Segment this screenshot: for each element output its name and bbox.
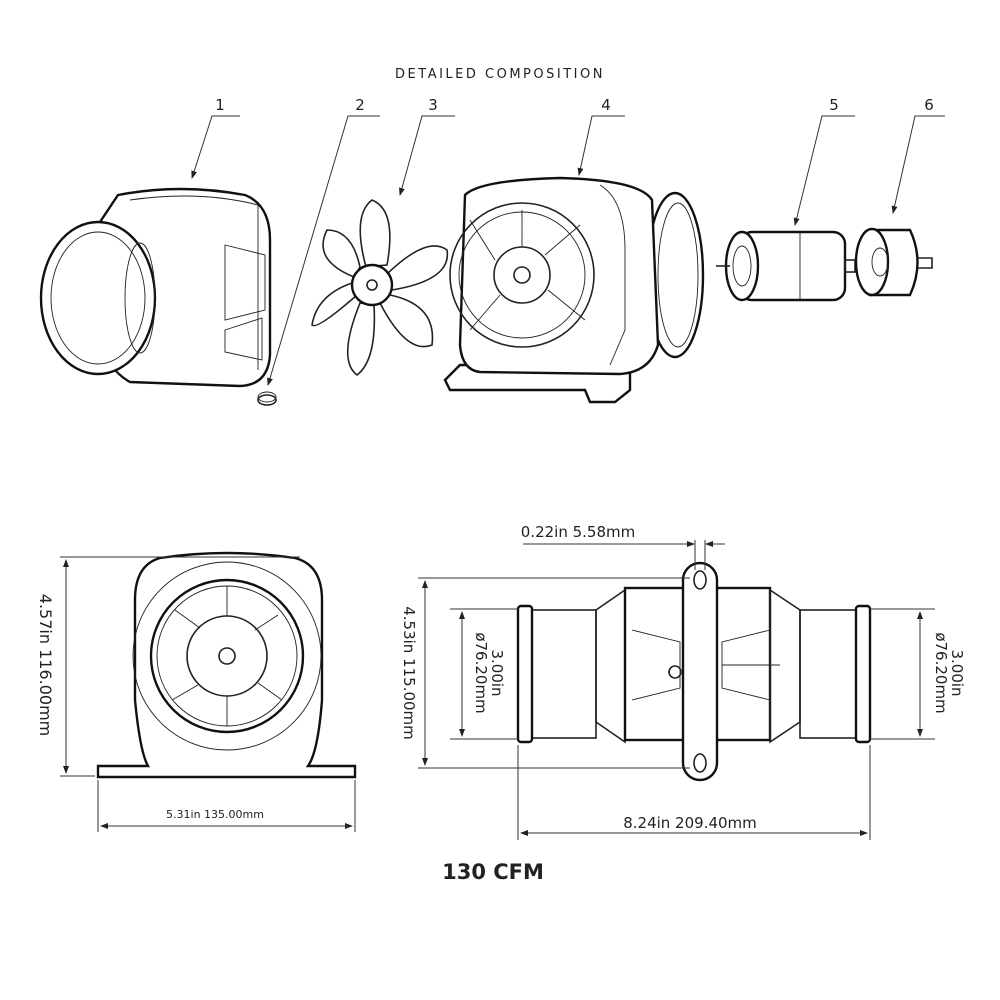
part-2-nut bbox=[257, 391, 277, 406]
leader-1 bbox=[191, 115, 240, 179]
part-label-4: 4 bbox=[601, 96, 611, 114]
part-5-motor bbox=[716, 230, 856, 302]
part-3-fan-impeller bbox=[311, 199, 449, 377]
leader-6 bbox=[891, 115, 945, 214]
flange-thickness-dimension: 0.22in 5.58mm bbox=[521, 523, 635, 541]
side-view: 0.22in 5.58mm 4.53in 115.00mm 3.00in ø76… bbox=[400, 523, 966, 840]
front-height-dimension: 4.57in 116.00mm bbox=[36, 594, 55, 736]
part-label-2: 2 bbox=[355, 96, 365, 114]
outlet-diameter-mm: ø76.20mm bbox=[932, 632, 950, 713]
leader-5 bbox=[793, 115, 855, 226]
leader-3 bbox=[398, 115, 455, 196]
part-labels: 1 2 3 4 5 6 bbox=[191, 96, 945, 386]
part-4-main-housing bbox=[443, 176, 705, 404]
diagram-title: DETAILED COMPOSITION bbox=[395, 67, 605, 82]
leader-4 bbox=[577, 115, 625, 176]
side-length-dimension: 8.24in 209.40mm bbox=[623, 814, 757, 832]
inlet-diameter-mm: ø76.20mm bbox=[472, 632, 490, 713]
airflow-rating: 130 CFM bbox=[442, 860, 544, 884]
leader-2 bbox=[267, 115, 380, 386]
part-6-end-cap bbox=[854, 227, 933, 297]
inlet-diameter-inches: 3.00in bbox=[488, 649, 506, 696]
part-label-3: 3 bbox=[428, 96, 438, 114]
side-height-dimension: 4.53in 115.00mm bbox=[400, 606, 418, 740]
part-1-inlet-housing bbox=[39, 187, 272, 388]
front-width-dimension: 5.31in 135.00mm bbox=[166, 808, 264, 821]
part-label-6: 6 bbox=[924, 96, 934, 114]
part-label-5: 5 bbox=[829, 96, 839, 114]
outlet-diameter-inches: 3.00in bbox=[948, 649, 966, 696]
part-label-1: 1 bbox=[215, 96, 225, 114]
front-view: 4.57in 116.00mm 5.31in 135.00mm bbox=[36, 551, 357, 832]
